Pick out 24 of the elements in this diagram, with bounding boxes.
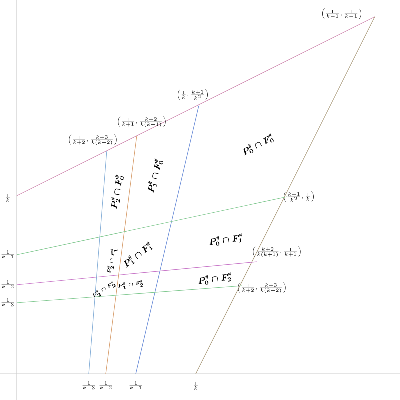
region-label: $P_1^{\#}\cap F_0^{\#}$ xyxy=(148,158,164,194)
tick-label: $\frac{1}{k+2}$ xyxy=(100,382,112,390)
tick-label: $\frac{1}{k+3}$ xyxy=(82,382,96,390)
tick-label: $\frac{1}{k}$ xyxy=(6,194,10,202)
tick-label: $\frac{1}{k}$ xyxy=(194,382,198,390)
tick-label: $\frac{1}{k+3}$ xyxy=(2,298,14,308)
coordinate-label: $\left(\frac{1}{k+2},\frac{k+3}{k(k+2)}\right)$ xyxy=(69,134,117,146)
coordinate-label: $\left(\frac{1}{k-1},\frac{1}{k-1}\right)$ xyxy=(322,8,362,20)
region-label: $P_2^{\#}\cap F_2^{\#}$ xyxy=(92,281,116,298)
tick-label: $\frac{1}{k+1}$ xyxy=(130,382,142,390)
region-label: $P_0^{\#}\cap F_2^{\#}$ xyxy=(198,272,232,285)
region-label: $P_2^{\#}\cap F_1^{\#}$ xyxy=(107,249,118,274)
coordinate-label: $\left(\frac{1}{k+1},\frac{k+2}{k(k+1)}\right)$ xyxy=(118,116,166,128)
region-label: $P_0^{\#}\cap F_1^{\#}$ xyxy=(210,233,242,246)
coordinate-label: $\left(\frac{1}{k+2},\frac{k+3}{k(k+2)}\right)$ xyxy=(238,282,286,294)
coordinate-label: $\left(\frac{1}{k},\frac{k+1}{k^2}\right)$ xyxy=(178,90,208,100)
tick-label: $\frac{1}{k+2}$ xyxy=(2,280,14,290)
region-label: $P_1^{\#}\cap F_2^{\#}$ xyxy=(118,280,144,290)
region-label: $P_1^{\#}\cap F_1^{\#}$ xyxy=(124,241,154,268)
coordinate-label: $\left(\frac{k+1}{k^2},\frac{1}{k}\right)$ xyxy=(284,192,314,202)
coordinate-label: $\left(\frac{k+2}{k(k+1)},\frac{1}{k+1}\right)$ xyxy=(253,246,301,258)
tick-label: $\frac{1}{k+1}$ xyxy=(2,250,14,260)
region-label: $P_0^{\#}\cap F_0^{\#}$ xyxy=(242,133,274,156)
region-label: $P_2^{\#}\cap F_0^{\#}$ xyxy=(111,174,124,210)
